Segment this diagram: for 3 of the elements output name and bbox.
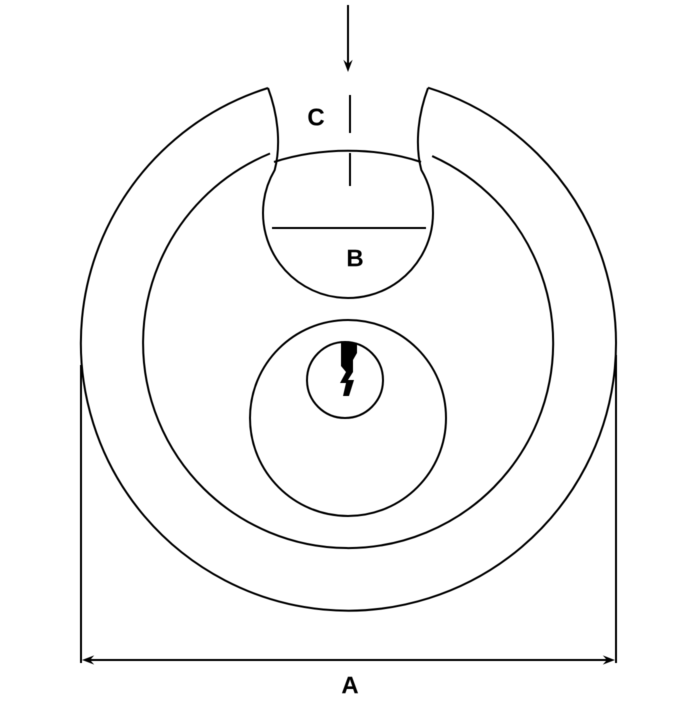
dimension-label: A	[342, 676, 358, 694]
dimension-label: C	[308, 108, 324, 126]
dimension-label: B	[348, 250, 363, 266]
